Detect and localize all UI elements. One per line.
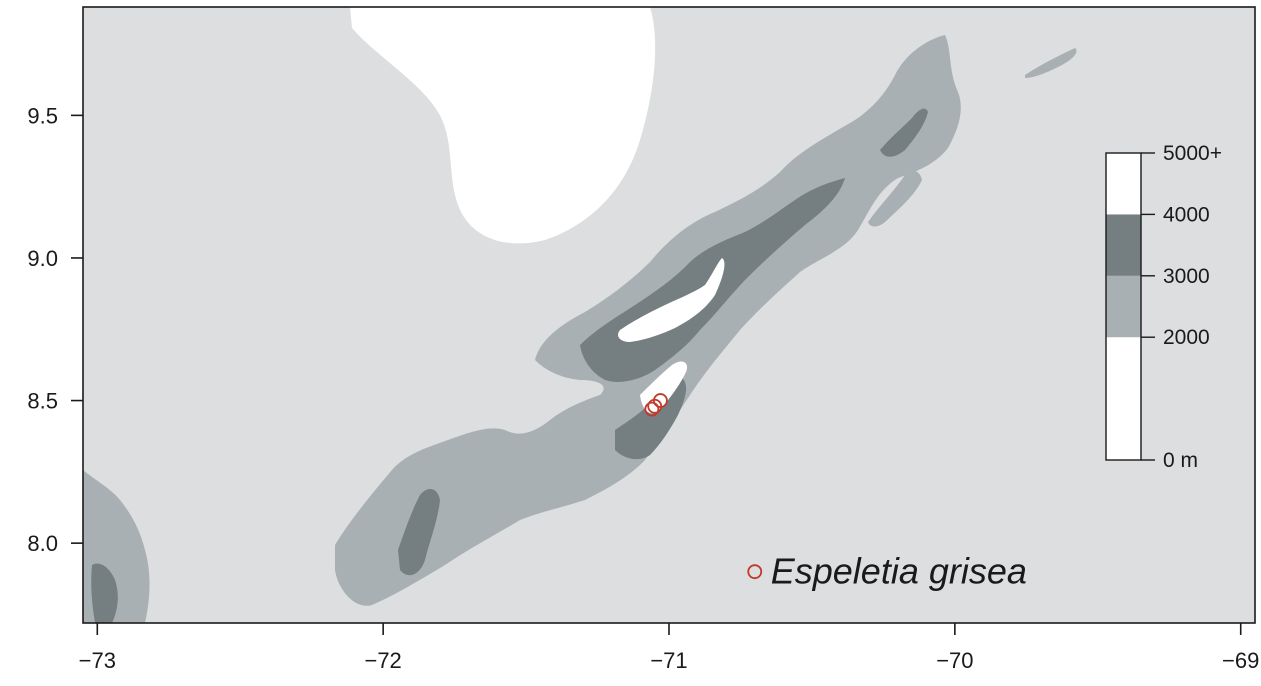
elevation-legend-label: 5000+ [1163, 142, 1222, 165]
x-tick-label: −72 [364, 648, 401, 673]
elevation-legend-label: 2000 [1163, 326, 1210, 349]
occurrence-point [653, 393, 668, 408]
y-tick-label: 8.5 [27, 389, 58, 414]
elevation-legend-frame [1105, 152, 1142, 461]
y-tick-label: 9.0 [27, 246, 58, 271]
elevation-legend-label: 4000 [1163, 203, 1210, 226]
x-tick-label: −73 [79, 648, 116, 673]
species-legend: Espeletia grisea [747, 551, 1027, 592]
y-tick-label: 9.5 [27, 103, 58, 128]
x-tick-label: −69 [1222, 648, 1259, 673]
band-3000-4000-upper-ridge [880, 108, 928, 157]
species-legend-marker [747, 564, 763, 580]
x-tick-label: −71 [650, 648, 687, 673]
band-2000-3000-northeast-patch [1025, 48, 1077, 78]
map-panel [83, 7, 1255, 623]
occurrence-point [644, 401, 660, 417]
elevation-legend-band [1106, 275, 1141, 338]
species-legend-label: Espeletia grisea [771, 551, 1027, 592]
elevation-legend-band [1106, 214, 1141, 276]
y-axis: 8.0 8.5 9.0 9.5 [27, 103, 83, 556]
occurrence-points [644, 393, 668, 417]
band-4000-plus-peaks-north [618, 258, 725, 342]
elevation-legend-band [1106, 337, 1141, 460]
elevation-legend-label: 0 m [1163, 449, 1198, 472]
elevation-legend: 0 m 2000 3000 4000 5000+ [1105, 142, 1222, 472]
elevation-legend-label: 3000 [1163, 265, 1210, 288]
elevation-legend-band [1106, 153, 1141, 215]
x-axis: −73 −72 −71 −70 −69 [79, 623, 1259, 673]
band-3000-4000-southwest-corner [91, 563, 118, 623]
band-3000-4000-southern-core [398, 488, 440, 576]
y-tick-label: 8.0 [27, 531, 58, 556]
lake-maracaibo [350, 7, 656, 244]
band-2000-3000-northeast-spur [868, 170, 922, 227]
x-tick-label: −70 [936, 648, 973, 673]
